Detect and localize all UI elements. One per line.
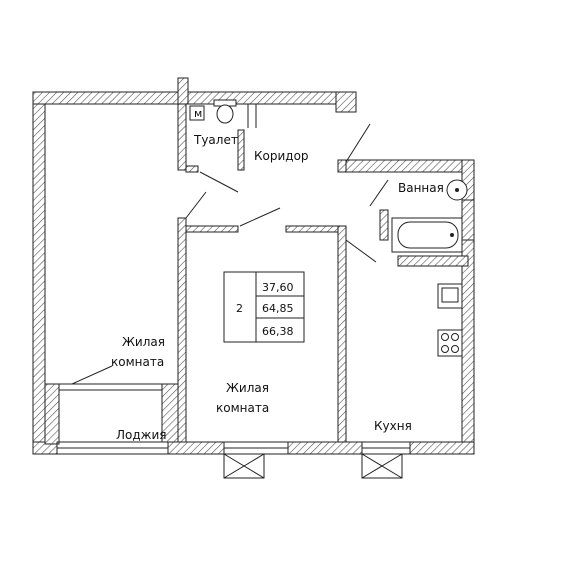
interior-walls (44, 103, 469, 445)
wall-toilet-right (237, 129, 245, 171)
wall-center-right (337, 225, 347, 443)
loggia-parapet-top (58, 383, 163, 391)
wall-bath-left-stub (337, 159, 347, 173)
wall-loggia-left (44, 383, 60, 445)
door-bathroom (369, 179, 389, 207)
label-living-center: Жилая комната (216, 381, 273, 415)
toilet-cistern (189, 105, 205, 121)
exterior-walls (32, 77, 475, 455)
wall-center-top-left (185, 225, 239, 233)
wall-toilet-top-stub (177, 77, 189, 105)
balcony-box-kitchen (361, 453, 403, 479)
balcony-box-center (223, 453, 265, 479)
door-kitchen (345, 239, 377, 263)
room-labels: Жилая комната Жилая комната Туалет Корид… (111, 133, 444, 442)
wall-toilet-left (177, 103, 187, 171)
label-bathroom: Ванная (398, 181, 444, 195)
toilet-sign: м (194, 107, 202, 120)
label-toilet: Туалет (193, 133, 238, 147)
wall-top-left (32, 91, 194, 105)
label-kitchen: Кухня (374, 419, 412, 433)
wall-toilet-bottom (185, 165, 199, 173)
fixtures: м (189, 99, 468, 357)
label-loggia: Лоджия (116, 428, 167, 442)
wall-top-corner (335, 91, 357, 113)
wall-center-top-right (285, 225, 339, 233)
wall-bath-bottom (397, 255, 469, 267)
windows (56, 199, 475, 479)
living-area: 37,60 (262, 281, 294, 294)
toilet-bowl-icon (216, 104, 234, 124)
total-area: 64,85 (262, 302, 294, 315)
wall-bath-left (379, 209, 389, 241)
label-corridor: Коридор (254, 149, 309, 163)
area-summary: 2 37,60 64,85 66,38 (223, 271, 305, 343)
total-area-with-loggia: 66,38 (262, 325, 294, 338)
wall-bath-top (337, 159, 469, 173)
door-entry (345, 123, 371, 163)
wall-loggia-right (161, 383, 179, 443)
door-left-room (185, 191, 207, 219)
door-center-room (239, 207, 281, 227)
wall-left (32, 91, 46, 455)
wall-left-room-right (177, 217, 187, 443)
door-loggia (71, 365, 113, 385)
wall-bottom-mid2 (287, 441, 363, 455)
wall-right (461, 159, 475, 455)
summary-box (223, 271, 305, 343)
stove-icon (437, 329, 463, 357)
door-toilet (199, 171, 239, 193)
wall-bottom-right (409, 441, 475, 455)
wall-top-middle (187, 91, 339, 105)
rooms-count: 2 (236, 302, 243, 315)
wall-bottom-mid1 (167, 441, 225, 455)
label-living-left: Жилая комната (111, 335, 169, 369)
doors (71, 123, 389, 385)
